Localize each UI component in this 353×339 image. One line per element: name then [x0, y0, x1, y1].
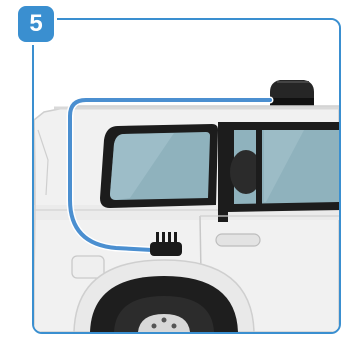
rear-window — [100, 124, 218, 208]
front-window — [228, 122, 339, 212]
step-number-badge: 5 — [18, 6, 54, 42]
roof-antenna-icon — [270, 80, 314, 106]
door-pillar — [218, 122, 228, 222]
door-handle — [216, 234, 260, 246]
fuel-door — [72, 256, 104, 278]
vehicle-illustration — [34, 20, 339, 332]
illustration-frame — [32, 18, 341, 334]
